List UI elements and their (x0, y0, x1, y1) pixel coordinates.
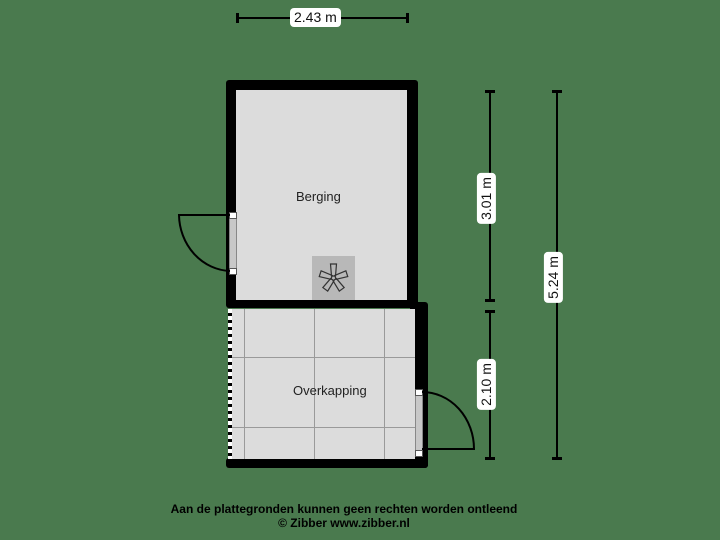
footer-copyright: © Zibber www.zibber.nl (278, 516, 410, 530)
dimension-label-berging: 3.01 m (476, 173, 496, 224)
dimension-label-overkapping: 2.10 m (476, 359, 496, 410)
footer-disclaimer: Aan de plattegronden kunnen geen rechten… (170, 502, 518, 516)
ventilation-fan-icon (312, 256, 355, 300)
room-label-overkapping: Overkapping (293, 383, 367, 398)
dimension-label-total: 5.24 m (543, 252, 563, 303)
dimension-label-width: 2.43 m (290, 8, 341, 27)
room-label-berging: Berging (296, 189, 341, 204)
